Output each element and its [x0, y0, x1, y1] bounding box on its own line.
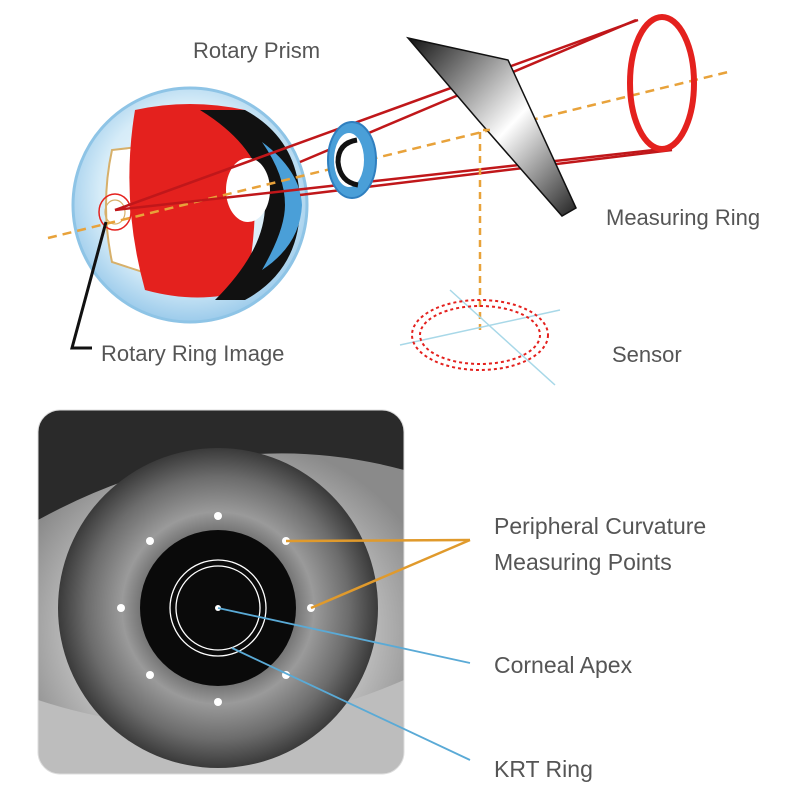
optical-axis: [47, 70, 729, 240]
measuring-point: [146, 671, 154, 679]
label-corneal-apex: Corneal Apex: [494, 652, 633, 678]
label-peripheral-line1: Peripheral Curvature: [494, 513, 706, 539]
measuring-ring-icon: [627, 14, 697, 152]
measuring-point: [214, 698, 222, 706]
measuring-point: [117, 604, 125, 612]
label-rotary-prism: Rotary Prism: [193, 38, 320, 63]
label-rotary-ring-image: Rotary Ring Image: [101, 341, 284, 366]
eye-cross-section-icon: [71, 86, 309, 324]
measuring-point: [214, 512, 222, 520]
lens-icon: [327, 121, 377, 199]
label-krt-ring: KRT Ring: [494, 756, 593, 782]
peripheral-callout-lines: [285, 538, 471, 610]
prism-icon: [405, 36, 577, 217]
measuring-point: [146, 537, 154, 545]
label-measuring-ring: Measuring Ring: [606, 205, 760, 230]
rotary-ring-image-leader: [70, 221, 108, 350]
sensor-axis: [478, 128, 490, 330]
sensor-ring-icon: [399, 289, 561, 386]
corneal-apex-callout-line: [217, 607, 471, 664]
label-peripheral-line2: Measuring Points: [494, 549, 672, 575]
label-sensor: Sensor: [612, 342, 682, 367]
krt-ring-callout-line: [231, 647, 471, 761]
